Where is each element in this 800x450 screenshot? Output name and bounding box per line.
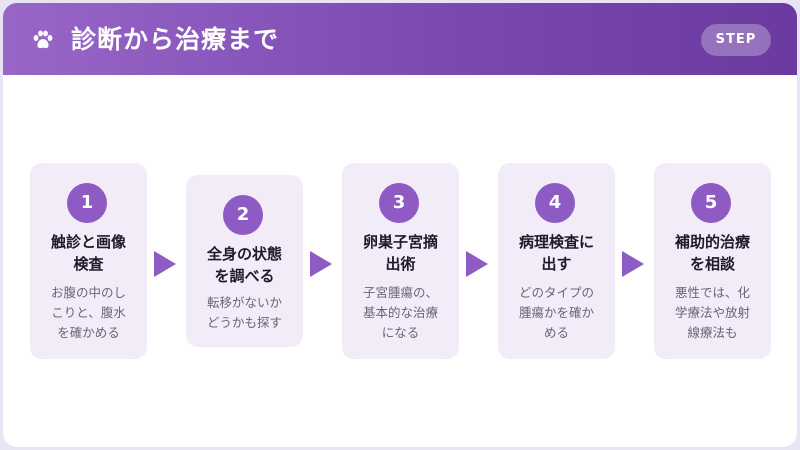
step-description: どのタイプの 腫瘍かを確か める: [518, 285, 594, 340]
step-number: 1: [67, 183, 107, 223]
main-card: 診断から治療まで STEP 1 触診と画像 検査 お腹の中のし こりと、腹水 を…: [3, 3, 797, 447]
step-title: 病理検査に 出す: [518, 233, 594, 273]
page-title: 診断から治療まで: [71, 25, 280, 54]
arrow-right-icon: [622, 251, 644, 277]
step-title: 補助的治療 を相談: [674, 233, 750, 273]
paw-icon: [33, 30, 53, 49]
step-number: 3: [379, 183, 419, 223]
step-card-3: 3 卵巣子宮摘 出術 子宮腫瘍の、 基本的な治療 になる: [342, 163, 459, 359]
step-title: 触診と画像 検査: [50, 233, 126, 273]
step-card-4: 4 病理検査に 出す どのタイプの 腫瘍かを確か める: [498, 163, 615, 359]
step-title: 全身の状態 を調べる: [206, 245, 282, 285]
step-card-5: 5 補助的治療 を相談 悪性では、化 学療法や放射 線療法も: [654, 163, 771, 359]
step-number: 5: [691, 183, 731, 223]
step-number: 2: [223, 195, 263, 235]
step-title: 卵巣子宮摘 出術: [362, 233, 438, 273]
step-description: 転移がないか どうかも探す: [206, 295, 282, 330]
step-description: 悪性では、化 学療法や放射 線療法も: [674, 285, 750, 340]
step-badge: STEP: [701, 24, 771, 56]
arrow-right-icon: [466, 251, 488, 277]
arrow-right-icon: [310, 251, 332, 277]
step-number: 4: [535, 183, 575, 223]
step-description: お腹の中のし こりと、腹水 を確かめる: [50, 285, 126, 340]
step-card-2: 2 全身の状態 を調べる 転移がないか どうかも探す: [186, 175, 303, 347]
step-card-1: 1 触診と画像 検査 お腹の中のし こりと、腹水 を確かめる: [30, 163, 147, 359]
header-bar: 診断から治療まで STEP: [3, 3, 797, 75]
arrow-right-icon: [154, 251, 176, 277]
step-description: 子宮腫瘍の、 基本的な治療 になる: [362, 285, 438, 340]
